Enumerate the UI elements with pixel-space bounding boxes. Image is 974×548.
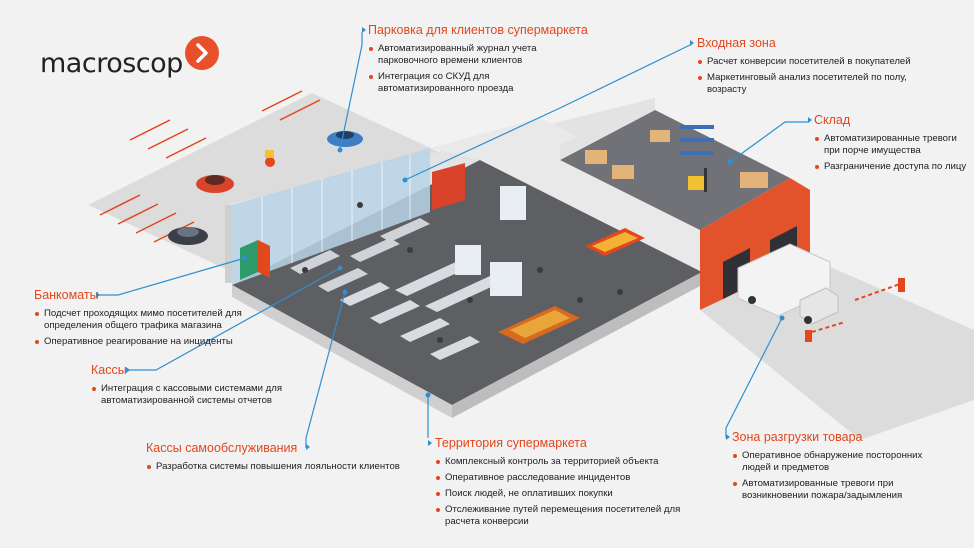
fridges bbox=[455, 186, 526, 296]
leader-atm bbox=[96, 257, 246, 296]
callout-atm-item: Оперативное реагирование на инциденты bbox=[34, 336, 264, 348]
store-shelves bbox=[340, 260, 502, 360]
callout-unloading-title: Зона разгрузки товара bbox=[732, 430, 863, 444]
produce-stands bbox=[498, 228, 645, 344]
leader-warehouse bbox=[729, 121, 808, 163]
callout-territory-item: Оперативное расследование инцидентов bbox=[435, 472, 685, 484]
callout-parking: Парковка для клиентов супермаркета Автом… bbox=[368, 23, 588, 99]
callout-selfcheckout: Кассы самообслуживания Разработка систем… bbox=[146, 441, 416, 477]
car-dark bbox=[168, 227, 208, 245]
callout-entrance-title: Входная зона bbox=[697, 36, 776, 50]
callout-entrance-item: Маркетинговый анализ посетителей по полу… bbox=[697, 72, 927, 96]
callout-parking-item: Интеграция со СКУД для автоматизированно… bbox=[368, 71, 558, 95]
callout-selfcheckout-item: Разработка системы повышения лояльности … bbox=[146, 461, 416, 473]
chevron-right-icon bbox=[185, 36, 219, 70]
store-front-base bbox=[232, 285, 452, 418]
warehouse-boxes bbox=[585, 130, 768, 188]
callout-unloading: Зона разгрузки товара Оперативное обнару… bbox=[732, 430, 952, 506]
atm-machines bbox=[240, 240, 270, 280]
building-front-wall-left bbox=[225, 205, 232, 283]
callout-cashier-title: Кассы bbox=[91, 363, 127, 377]
parking-lines bbox=[99, 90, 321, 243]
callout-atm: Банкоматы Подсчет проходящих мимо посети… bbox=[34, 288, 264, 352]
callout-cashier-item: Интеграция с кассовыми системами для авт… bbox=[91, 383, 301, 407]
callout-atm-item: Подсчет проходящих мимо посетителей для … bbox=[34, 308, 264, 332]
callout-atm-title: Банкоматы bbox=[34, 288, 99, 302]
forklift bbox=[688, 168, 707, 192]
scooter bbox=[265, 150, 275, 167]
warehouse-shelves bbox=[680, 125, 714, 155]
callout-leader-lines bbox=[96, 32, 808, 448]
warehouse-floor bbox=[560, 110, 790, 230]
callout-entrance-item: Расчет конверсии посетителей в покупател… bbox=[697, 56, 927, 68]
store-floor bbox=[232, 160, 702, 405]
checkout-counters bbox=[290, 218, 430, 292]
callout-territory: Территория супермаркета Комплексный конт… bbox=[435, 436, 685, 532]
glass-facade bbox=[232, 148, 430, 285]
callout-selfcheckout-title: Кассы самообслуживания bbox=[146, 441, 298, 455]
callout-cashier: Кассы Интеграция с кассовыми системами д… bbox=[91, 363, 301, 411]
callout-territory-item: Поиск людей, не оплативших покупки bbox=[435, 488, 685, 500]
callout-territory-item: Комплексный контроль за территорией объе… bbox=[435, 456, 685, 468]
callout-warehouse-item: Автоматизированные тревоги при порче иму… bbox=[814, 133, 974, 157]
callout-territory-title: Территория супермаркета bbox=[435, 436, 587, 450]
callout-warehouse: Склад Автоматизированные тревоги при пор… bbox=[814, 113, 974, 177]
logo-text: macroscop bbox=[40, 48, 183, 79]
callout-title-markers bbox=[96, 27, 812, 450]
callout-parking-title: Парковка для клиентов супермаркета bbox=[368, 23, 588, 37]
callout-unloading-item: Оперативное обнаружение посторонних люде… bbox=[732, 450, 952, 474]
leader-entrance bbox=[404, 44, 691, 181]
callout-warehouse-item: Разграничение доступа по лицу bbox=[814, 161, 974, 173]
callout-leader-dots bbox=[242, 147, 785, 398]
car-blue bbox=[327, 131, 363, 147]
callout-unloading-item: Автоматизированные тревоги при возникнов… bbox=[732, 478, 952, 502]
shoppers bbox=[302, 202, 623, 343]
callout-territory-item: Отслеживание путей перемещения посетител… bbox=[435, 504, 685, 528]
leader-parking bbox=[339, 32, 363, 151]
store-right-base bbox=[452, 272, 702, 418]
leader-cashier bbox=[126, 267, 341, 371]
callout-parking-item: Автоматизированный журнал учета парковоч… bbox=[368, 43, 558, 67]
red-lockers bbox=[432, 163, 465, 210]
callout-warehouse-title: Склад bbox=[814, 113, 851, 127]
macroscop-logo: macroscop bbox=[40, 36, 219, 79]
car-red bbox=[196, 175, 234, 193]
callout-entrance: Входная зона Расчет конверсии посетителе… bbox=[697, 36, 927, 100]
warehouse-back-wall bbox=[560, 98, 655, 160]
barrier-gates bbox=[805, 278, 905, 342]
truck bbox=[737, 243, 839, 325]
